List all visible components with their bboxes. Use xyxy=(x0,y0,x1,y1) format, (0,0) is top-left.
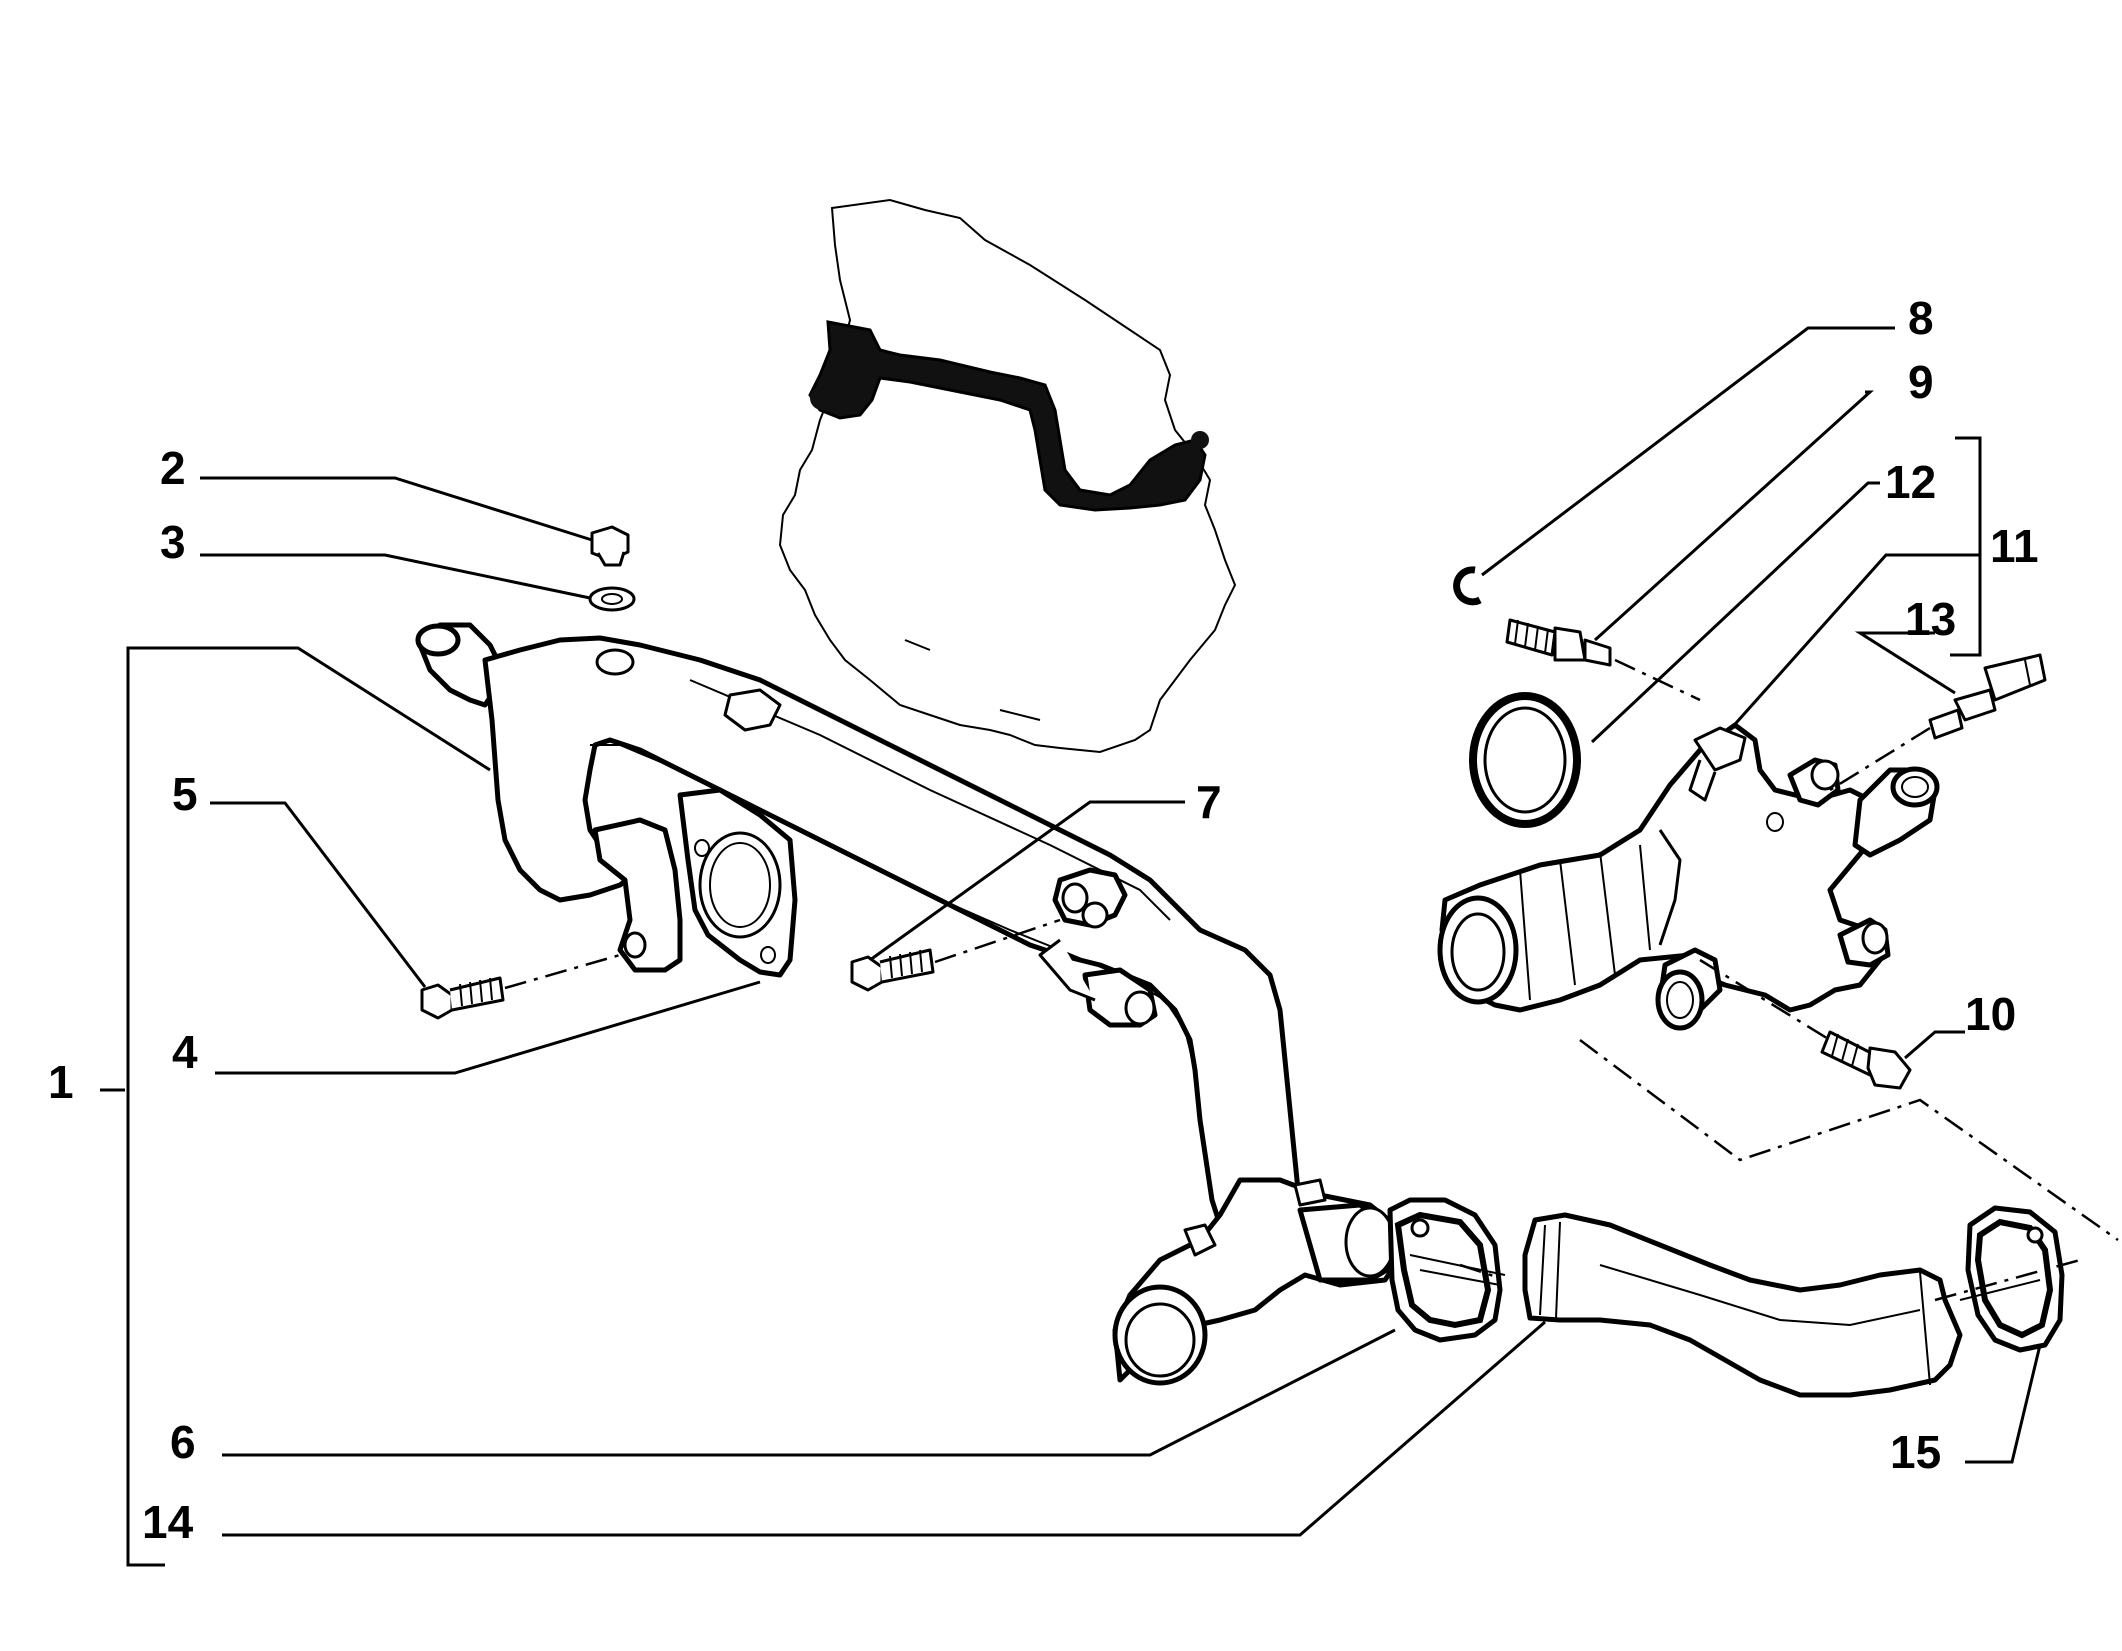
callout-6: 6 xyxy=(170,1416,196,1468)
callout-9: 9 xyxy=(1908,356,1934,408)
retaining-clip xyxy=(1453,566,1482,606)
callout-5: 5 xyxy=(172,768,198,820)
coolant-temperature-sensor xyxy=(1928,653,2047,740)
sealing-washer xyxy=(588,586,636,612)
o-ring-seal xyxy=(1469,692,1581,828)
callout-1: 1 xyxy=(48,1056,74,1108)
housing-bolt xyxy=(1820,1030,1912,1090)
temperature-sender xyxy=(1505,618,1612,667)
hose-clamp-right xyxy=(1959,1205,2065,1353)
callout-8: 8 xyxy=(1908,292,1934,344)
callout-11: 11 xyxy=(1990,520,2039,572)
callout-13: 13 xyxy=(1905,593,1956,645)
callout-4: 4 xyxy=(172,1026,198,1078)
callout-14: 14 xyxy=(142,1496,194,1548)
callout-12: 12 xyxy=(1885,456,1936,508)
pipe-bolt xyxy=(420,976,505,1020)
leader-lines xyxy=(100,326,2042,1567)
callout-10: 10 xyxy=(1965,988,2016,1040)
callout-labels: 1 2 3 4 5 6 7 8 9 10 11 12 13 14 15 xyxy=(48,292,2039,1548)
callout-2: 2 xyxy=(160,442,186,494)
hose-clamp-left xyxy=(1387,1197,1506,1343)
coolant-hose xyxy=(1522,1212,1963,1398)
mounting-screw xyxy=(850,948,935,992)
highlighted-pipe-on-engine xyxy=(808,320,1209,512)
callout-3: 3 xyxy=(160,516,186,568)
drain-plug xyxy=(590,525,630,567)
thermostat-housing xyxy=(1437,722,1940,1031)
callout-7: 7 xyxy=(1196,776,1222,828)
callout-15: 15 xyxy=(1890,1426,1941,1478)
water-pipe-assembly xyxy=(415,622,1398,1386)
flange-gasket xyxy=(677,787,798,978)
